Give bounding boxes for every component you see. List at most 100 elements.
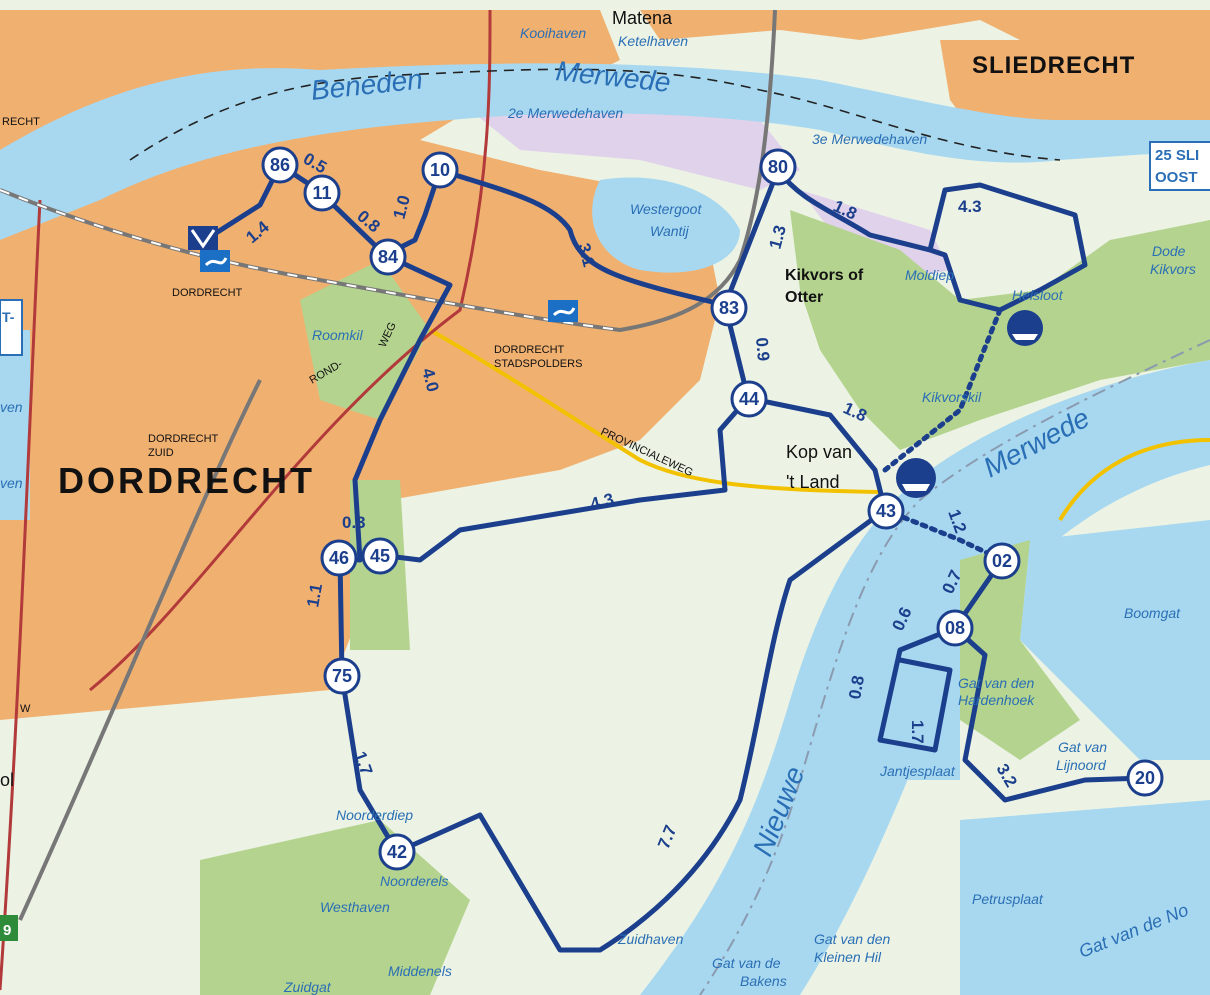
label-kikvorskil: Kikvorskil [922, 389, 982, 405]
node-46[interactable]: 46 [320, 539, 358, 577]
node-83[interactable]: 83 [710, 289, 748, 327]
label-gat-kleinen-hil-1: Gat van den [814, 931, 890, 947]
node-10[interactable]: 10 [421, 151, 459, 189]
water-westergoot [592, 177, 740, 273]
vvv-icon [188, 226, 218, 250]
dist-45-46: 0.3 [342, 513, 366, 532]
node-20[interactable]: 20 [1126, 759, 1164, 797]
label-sliedrecht: SLIEDRECHT [972, 52, 1135, 79]
dist-46-75: 1.1 [303, 582, 326, 609]
road-east [1058, 438, 1210, 522]
junction-nodes: 86 11 10 84 80 83 44 43 02 08 20 45 46 7… [261, 146, 1164, 871]
label-dordrecht-zuid-1: DORDRECHT [148, 433, 219, 445]
node-label: 02 [992, 551, 1012, 571]
node-label: 83 [719, 298, 739, 318]
node-label: 46 [329, 548, 349, 568]
label-matena: Matena [612, 8, 673, 28]
dist-loop-43: 4.3 [958, 197, 982, 216]
label-noorderels: Noorderels [380, 873, 448, 889]
label-stadspolders-2: STADSPOLDERS [494, 358, 582, 370]
label-gat-lijnoord-2: Lijnoord [1056, 757, 1107, 773]
ferry-icon-kop-van-t-land [896, 458, 936, 498]
label-gat-kleinen-hil-2: Kleinen Hil [814, 949, 882, 965]
label-edge-ven-2: ven [0, 475, 23, 491]
node-44[interactable]: 44 [730, 380, 768, 418]
label-ketelhaven: Ketelhaven [618, 33, 688, 49]
direction-sign: 25 SLI OOST [1149, 141, 1210, 191]
label-edge-w: W [20, 703, 31, 715]
industry-area [470, 100, 800, 190]
svg-text:T-: T- [2, 309, 15, 325]
node-86[interactable]: 86 [261, 146, 299, 184]
label-boomgat: Boomgat [1124, 605, 1181, 621]
label-gat-bakens-2: Bakens [740, 973, 787, 989]
label-westhaven: Westhaven [320, 899, 390, 915]
label-edge-ol: ol [0, 770, 14, 790]
node-11[interactable]: 11 [303, 174, 341, 212]
dist-83-44: 0.9 [752, 337, 773, 362]
road-a16 [0, 199, 42, 991]
label-gat-bakens-1: Gat van de [712, 955, 781, 971]
municipal-boundary [129, 68, 1061, 161]
node-label: 80 [768, 157, 788, 177]
label-dordrecht-zuid-2: ZUID [148, 447, 174, 459]
railway-dash [0, 189, 621, 331]
node-84[interactable]: 84 [369, 238, 407, 276]
label-2e-merwedehaven: 2e Merwedehaven [507, 105, 623, 121]
sign-line-1: 25 SLI [1155, 147, 1199, 164]
node-label: 42 [387, 842, 407, 862]
railway [0, 9, 777, 333]
nature-kikvors [790, 210, 1210, 450]
node-43[interactable]: 43 [867, 492, 905, 530]
dist-loop-w: 0.8 [845, 674, 868, 701]
ferry-icon [1007, 310, 1043, 346]
dist-loop-in: 1.7 [908, 720, 927, 744]
node-label: 44 [739, 389, 759, 409]
label-stadspolders-1: DORDRECHT [494, 344, 565, 356]
station-sign-small: T- [0, 299, 23, 356]
road-number-sign: 9 [0, 915, 18, 941]
node-80[interactable]: 80 [759, 148, 797, 186]
node-label: 45 [370, 546, 390, 566]
node-08[interactable]: 08 [936, 609, 974, 647]
svg-text:9: 9 [3, 922, 11, 939]
station-icon-stadspolders [548, 300, 578, 322]
label-petrusplaat: Petrusplaat [972, 891, 1044, 907]
label-westergoot: Westergoot [630, 201, 702, 217]
node-label: 86 [270, 155, 290, 175]
label-kop-van-1: Kop van [786, 442, 852, 462]
label-jantjesplaat: Jantjesplaat [879, 763, 956, 779]
label-wantij: Wantij [650, 223, 690, 239]
label-zuidhaven: Zuidhaven [617, 931, 684, 947]
node-label: 11 [312, 183, 331, 203]
node-label: 10 [430, 160, 450, 180]
node-75[interactable]: 75 [323, 657, 361, 695]
node-42[interactable]: 42 [378, 833, 416, 871]
node-label: 75 [332, 666, 352, 686]
node-label: 20 [1135, 768, 1155, 788]
water-jantjesplaat [880, 640, 960, 780]
label-edge-ven-1: ven [0, 399, 23, 415]
node-02[interactable]: 02 [983, 542, 1021, 580]
label-noorderdiep: Noorderdiep [336, 807, 413, 823]
label-roomkil: Roomkil [312, 327, 363, 343]
label-kooihaven: Kooihaven [520, 25, 586, 41]
label-gat-lijnoord-1: Gat van [1058, 739, 1107, 755]
label-zuidgat: Zuidgat [283, 979, 332, 995]
nature-biesbosch [960, 540, 1080, 760]
label-edge-recht: RECHT [2, 116, 40, 128]
label-dode-1: Dode [1152, 243, 1186, 259]
railway-south [18, 379, 262, 921]
label-dode-2: Kikvors [1150, 261, 1196, 277]
label-kikvors-1: Kikvors of [785, 267, 864, 284]
node-label: 43 [876, 501, 896, 521]
road-provincialeweg [429, 328, 881, 494]
node-45[interactable]: 45 [361, 537, 399, 575]
fairway-line [699, 339, 1210, 995]
label-kop-van-2: 't Land [786, 472, 839, 492]
label-moldiep: Moldiep [905, 267, 954, 283]
label-3e-merwedehaven: 3e Merwedehaven [812, 131, 927, 147]
label-dordrecht: DORDRECHT [58, 460, 315, 501]
label-dordrecht-station: DORDRECHT [172, 287, 243, 299]
